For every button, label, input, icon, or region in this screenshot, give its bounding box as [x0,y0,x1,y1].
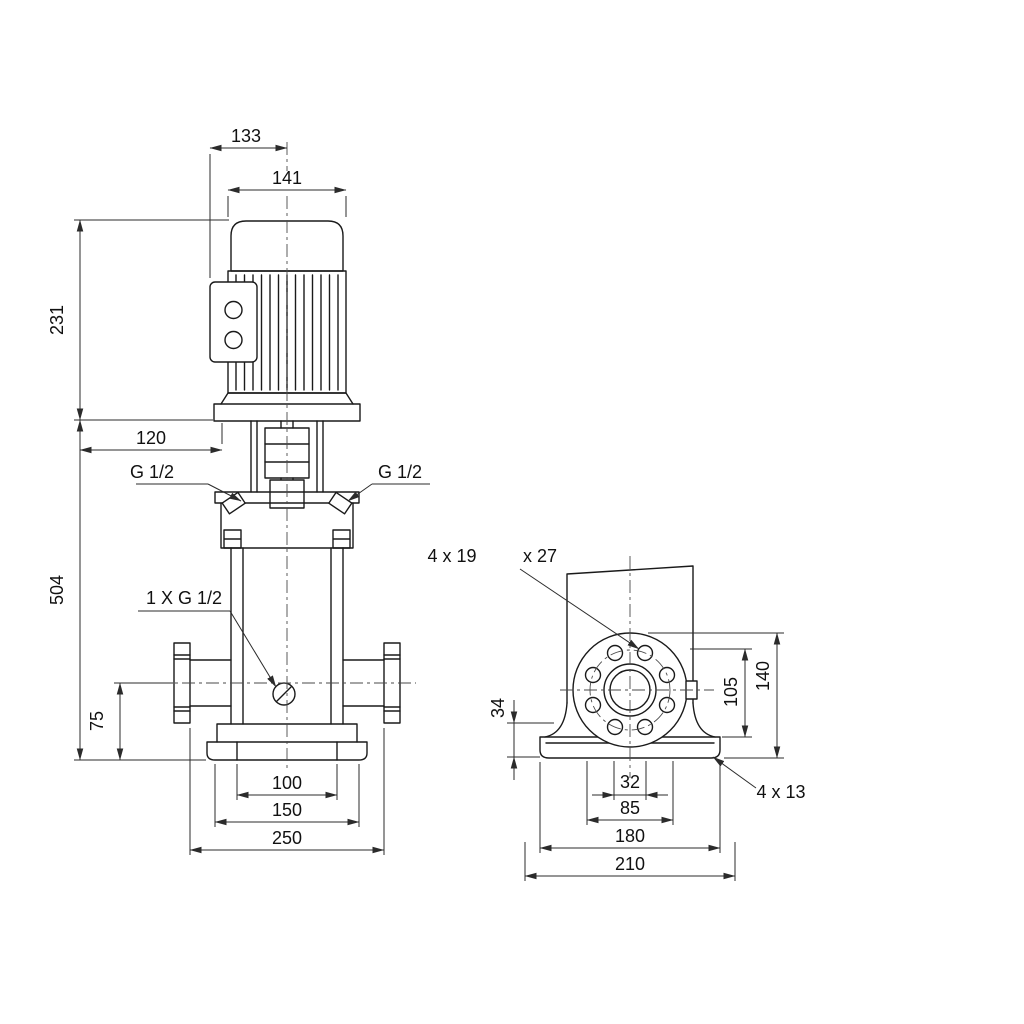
extension-line [539,762,721,853]
port-left-detail [173,654,232,712]
bolt-hole [584,696,602,714]
leader-line [347,483,373,502]
dim-label-231: 231 [47,305,67,335]
dimensions-front: 133 141 231 504 120 75 G 1/2 [47,126,430,855]
extension-line [214,764,360,827]
plug-label-left: G 1/2 [130,462,174,482]
dim-120: 120 [79,423,223,454]
dim-180: 180 [539,762,721,853]
flange-holes-label: 4 x 19 [427,546,476,566]
drain-callout: 1 X G 1/2 [138,588,277,688]
drain-label: 1 X G 1/2 [146,588,222,608]
dim-140: 140 [648,632,784,759]
dim-32: 32 [592,761,668,800]
dim-150: 150 [214,764,360,827]
pump-column [230,547,344,725]
dim-label-32: 32 [620,772,640,792]
plug-boss-left [221,491,246,515]
plug-boss-right [328,491,353,515]
dim-210: 210 [524,842,736,881]
dimensions-side: 4 x 19 x 27 34 105 140 32 [427,546,806,881]
dim-100: 100 [236,764,338,800]
leader-line [229,610,277,688]
dim-label-141: 141 [272,168,302,188]
dim-label-100: 100 [272,773,302,793]
dim-34: 34 [488,698,554,780]
dim-label-140: 140 [753,661,773,691]
leader-line [712,756,757,789]
dim-label-250: 250 [272,828,302,848]
terminal-box [209,281,258,363]
dim-label-105: 105 [721,677,741,707]
side-base-flares [544,702,716,738]
staybolt-nuts [223,529,351,549]
dim-label-504: 504 [47,575,67,605]
port-right-detail [342,654,401,712]
extension-line [613,761,647,800]
bolt-circle [589,649,671,731]
bolt-hole [636,718,654,736]
leader-line [519,568,640,650]
motor-fan-cover [230,220,344,272]
bolt-hole [584,666,602,684]
cable-gland-top [224,300,243,320]
dim-75: 75 [87,682,173,761]
base-holes-callout: 4 x 13 [712,756,806,802]
dim-250: 250 [189,728,385,855]
base-bolt-holes [236,741,338,761]
extension-line [189,728,385,855]
flange-holes-callout: 4 x 19 x 27 [427,546,640,650]
dim-label-133: 133 [231,126,261,146]
flange-bolt-holes [584,644,676,736]
dim-133: 133 [209,126,288,278]
dim-504: 504 [47,419,206,761]
base-plate [206,741,368,761]
plug-callout-left: G 1/2 [130,462,242,502]
dim-label-85: 85 [620,798,640,818]
extension-line [690,648,752,738]
extension-line [227,196,347,217]
extension-line [648,632,784,759]
dim-231: 231 [47,219,229,421]
extension-line [586,761,674,825]
leader-line [207,483,242,502]
dim-label-75: 75 [87,711,107,731]
plug-callout-right: G 1/2 [347,462,430,502]
dim-105: 105 [690,648,752,738]
dim-label-34: 34 [488,698,508,718]
base-holes-label: 4 x 13 [756,782,805,802]
extension-line [524,842,736,881]
drain-plug-slot [276,686,292,702]
dim-141: 141 [227,168,347,217]
dim-label-210: 210 [615,854,645,874]
extension-line [236,764,338,800]
extension-line [507,722,554,758]
bolt-hole [658,696,676,714]
extension-line [74,219,229,421]
dim-85: 85 [586,761,674,825]
dim-label-180: 180 [615,826,645,846]
dim-label-120: 120 [136,428,166,448]
dim-label-150: 150 [272,800,302,820]
plug-label-right: G 1/2 [378,462,422,482]
flange-counterbore-label: x 27 [523,546,557,566]
side-column [566,565,694,704]
cable-gland-bottom [224,330,243,350]
